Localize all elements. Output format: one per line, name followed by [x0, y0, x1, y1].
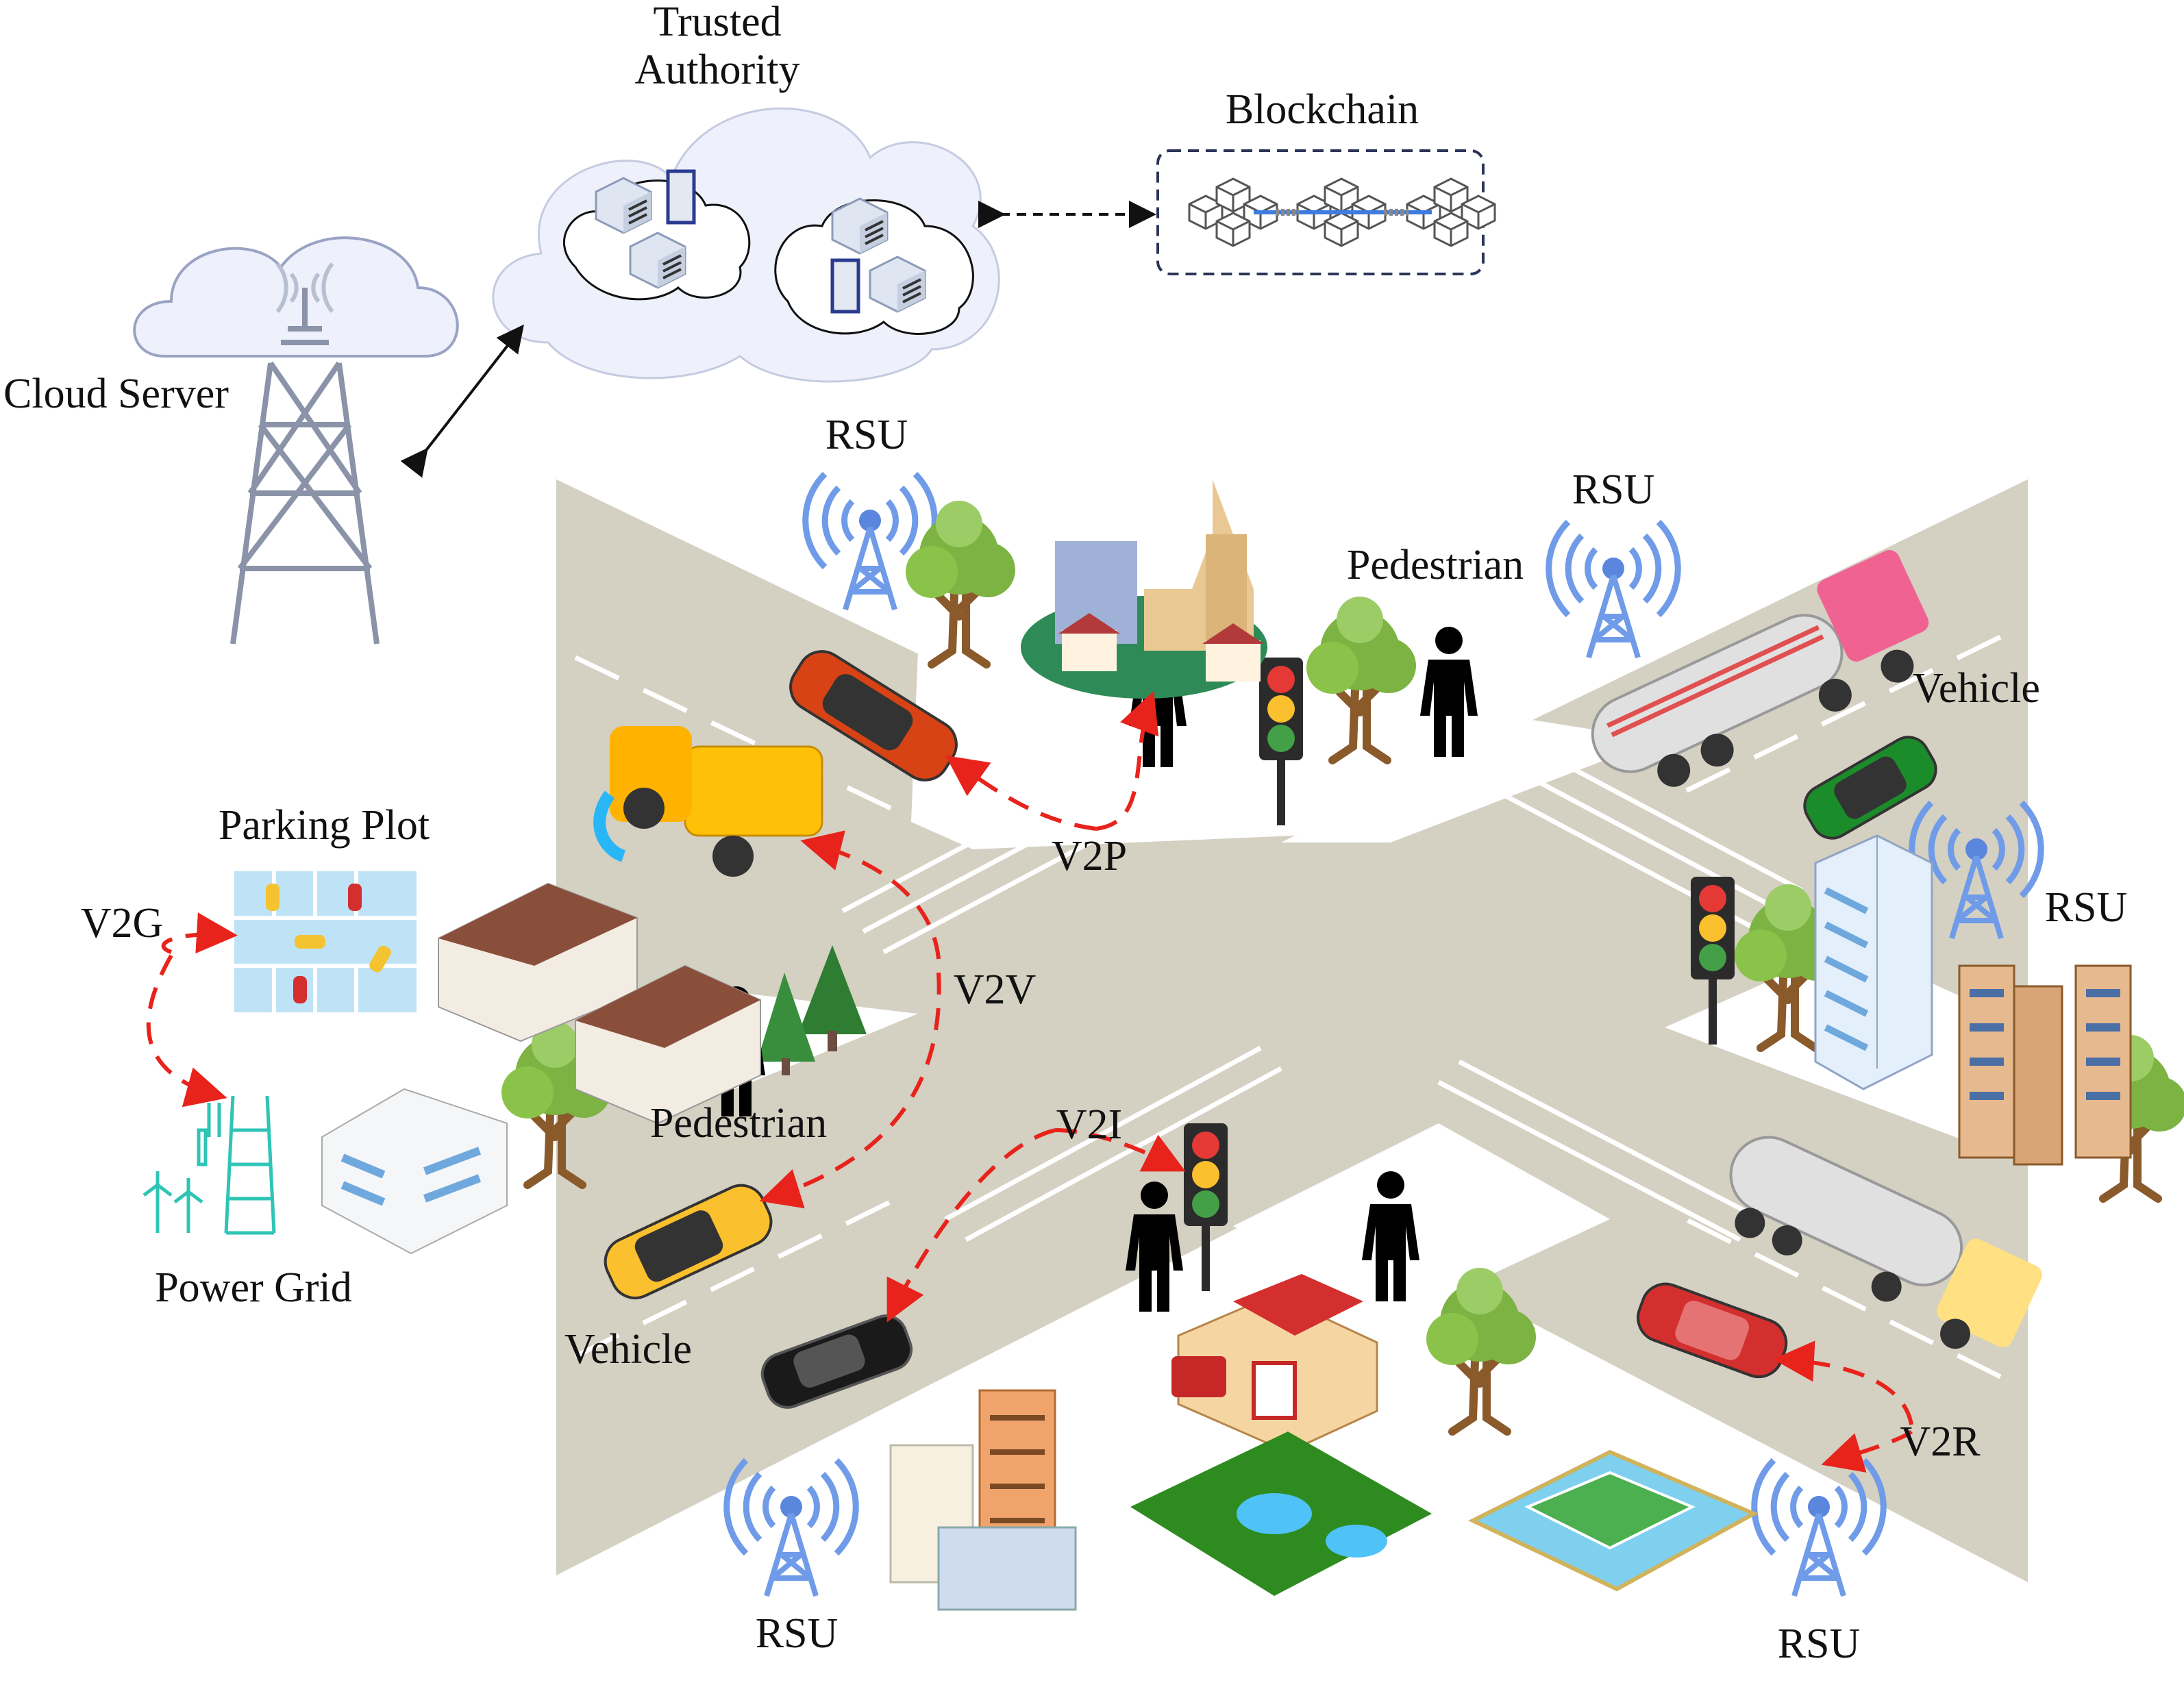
cloud-server-label: Cloud Server: [3, 371, 229, 417]
fire-station-icon: [1171, 1274, 1378, 1453]
rsu-antenna-icon: [1549, 522, 1678, 658]
vehicle-label-right: Vehicle: [1913, 665, 2040, 712]
stadium-icon: [1468, 1449, 1759, 1592]
rsu-label-bottom-right: RSU: [1778, 1621, 1861, 1667]
tree-icon: [906, 501, 1015, 664]
blockchain-label: Blockchain: [1226, 86, 1419, 133]
server-icon: [666, 169, 696, 225]
building-icon: [321, 882, 761, 1255]
v2i-link-light: [1054, 1128, 1186, 1172]
tree-icon: [1306, 597, 1416, 760]
blockchain-box: [1156, 149, 1496, 275]
v2g-link-parking: [161, 912, 238, 954]
v2g-link-grid: [146, 954, 227, 1108]
v2i-label: V2I: [1056, 1101, 1122, 1148]
power-grid-label: Power Grid: [155, 1264, 352, 1311]
cloud-to-authority-link: [400, 324, 524, 478]
truck-icon: [593, 726, 823, 877]
parking-plot-label: Parking Plot: [219, 802, 430, 849]
v2v-link-bottom: [759, 972, 941, 1209]
v2r-link-car: [1773, 1340, 1913, 1425]
communication-links: [146, 690, 1913, 1473]
tower-icon: [230, 288, 380, 645]
trusted-authority-cloud: [492, 107, 1000, 383]
v2r-link-rsu: [1821, 1429, 1913, 1473]
vehicle-label-left: Vehicle: [564, 1326, 692, 1373]
truck-icon: [1591, 549, 1929, 787]
traffic-light-icon: [1184, 1123, 1228, 1291]
pedestrian-label-top: Pedestrian: [1347, 542, 1524, 588]
power-grid-icon: [142, 1095, 276, 1235]
building-icon: [889, 1389, 1077, 1611]
v2p-label: V2P: [1052, 833, 1127, 879]
pine-trees: [757, 945, 867, 1075]
car-icon: [760, 1314, 913, 1409]
town-icon: [1021, 479, 1267, 699]
v2g-label: V2G: [81, 900, 164, 947]
v2v-link-top: [800, 830, 941, 960]
pedestrian-icon: [1420, 627, 1478, 757]
car-icon: [1637, 1282, 1788, 1379]
v2p-link-pedestrian: [1095, 690, 1159, 831]
rsu-antenna-icon: [727, 1460, 856, 1596]
v2p-link-vehicle: [945, 755, 1097, 831]
traffic-light-icon: [1259, 658, 1303, 825]
v2r-label: V2R: [1900, 1419, 1981, 1465]
pedestrian-label-left: Pedestrian: [650, 1100, 827, 1147]
trusted-authority-label-line1: Trusted: [653, 0, 781, 45]
rsu-label-right: RSU: [2045, 884, 2128, 931]
rsu-label-top-right: RSU: [1572, 466, 1655, 513]
park-icon: [1130, 1432, 1432, 1596]
server-icon: [830, 258, 860, 314]
parking-lot-icon: [232, 869, 419, 1015]
rsu-label-top-left: RSU: [826, 412, 908, 458]
v2v-label: V2V: [954, 966, 1037, 1013]
cloud-server: [133, 236, 459, 645]
car-icon: [1803, 736, 1937, 840]
blockchain-icon: [1188, 177, 1496, 247]
rsu-label-bottom-left: RSU: [756, 1610, 839, 1657]
trusted-authority-label-line2: Authority: [634, 47, 799, 93]
building-icon: [1814, 834, 2132, 1166]
truck-icon: [1729, 1136, 2042, 1349]
